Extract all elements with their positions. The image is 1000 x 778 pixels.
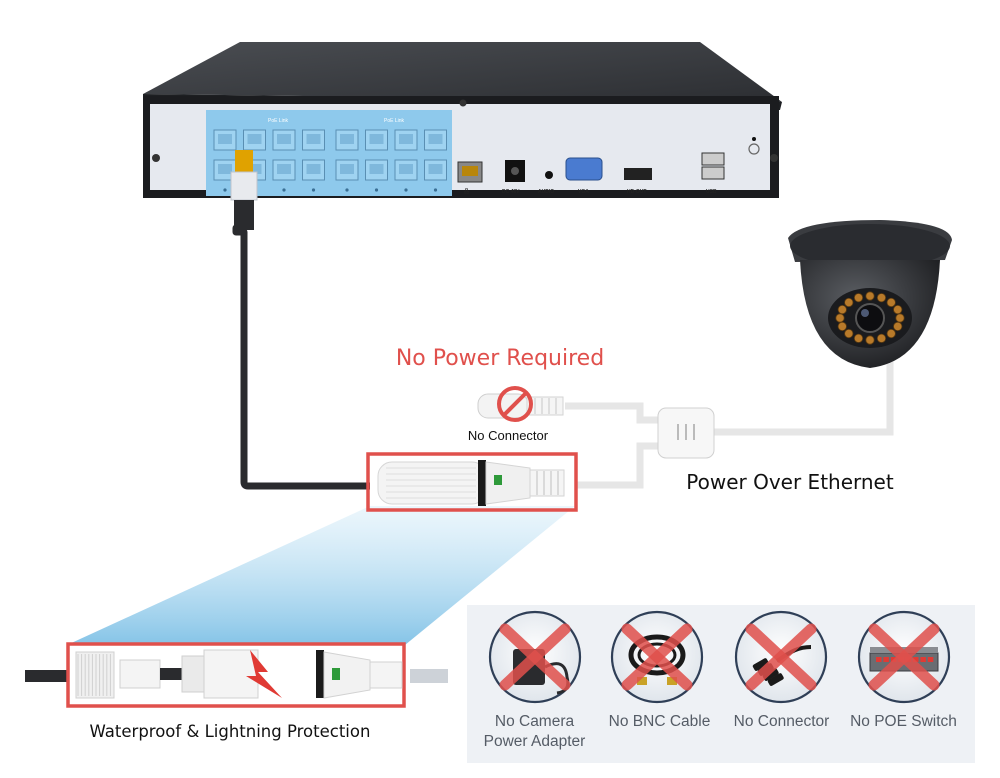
power-over-ethernet-label: Power Over Ethernet (686, 470, 894, 494)
vga-port: VGA (565, 157, 603, 195)
caption-no-poe-switch: No POE Switch (850, 713, 957, 730)
waterproof-label: Waterproof & Lightning Protection (89, 722, 371, 741)
nvr-recorder: PoE Link PoE Link 品 DC 48V AUDIO VGA HD-… (143, 42, 782, 198)
zoom-beam (67, 506, 575, 645)
caption-no-connector: No Connector (733, 713, 830, 730)
svg-text:USB: USB (706, 189, 717, 195)
lan-port (365, 159, 388, 192)
caption-no-bnc-cable: No BNC Cable (608, 713, 711, 730)
dc-branch-cable (565, 402, 660, 424)
poe-to-splitter-cable (575, 442, 660, 489)
dc-connector (477, 393, 564, 419)
lan-port (394, 129, 418, 151)
usb-ports: USB (701, 152, 725, 195)
lan-port (272, 159, 296, 192)
lan-port (394, 159, 418, 192)
poe-lan-ports-block: PoE Link PoE Link (206, 110, 452, 196)
zoomed-injector-view (25, 642, 448, 708)
lan-port (272, 129, 296, 151)
lan-port (302, 129, 325, 151)
lan-label-left: PoE Link (268, 118, 289, 124)
injector-highlight-frame (366, 452, 578, 512)
power-adapter-icon (488, 610, 582, 704)
lan-port (424, 159, 447, 192)
dome-camera (788, 220, 952, 368)
lan-port (335, 129, 359, 151)
no-power-required-label: No Power Required (395, 346, 605, 371)
svg-text:品: 品 (464, 188, 469, 195)
audio-port: AUDIO (538, 171, 554, 195)
splitter-cable-icon (734, 610, 828, 704)
poe-splitter-box (657, 407, 715, 459)
hdmi-port: HD-OUT (624, 168, 652, 195)
poe-switch-icon (857, 610, 951, 704)
lan-port (365, 129, 388, 151)
lan-port (213, 129, 237, 151)
lightning-icon (246, 650, 282, 698)
poe-injector (366, 452, 578, 512)
lan-port (302, 159, 325, 192)
svg-text:DC 48V: DC 48V (502, 189, 520, 195)
lan-label-right: PoE Link (384, 118, 405, 124)
camera-cable (712, 338, 894, 436)
no-entry-icon (497, 386, 533, 422)
svg-text:AUDIO: AUDIO (538, 189, 554, 195)
dc-power-port: DC 48V (502, 160, 525, 195)
no-connector-label: No Connector (467, 428, 549, 443)
svg-text:VGA: VGA (578, 189, 589, 195)
lan-port (243, 129, 266, 151)
ethernet-cable-from-nvr (230, 150, 370, 490)
uplink-port: 品 (457, 161, 483, 195)
lan-port (335, 159, 359, 192)
bnc-cable-icon (610, 610, 704, 704)
svg-text:HD-OUT: HD-OUT (627, 189, 646, 195)
not-needed-icons (488, 610, 951, 704)
lan-port (424, 129, 447, 151)
